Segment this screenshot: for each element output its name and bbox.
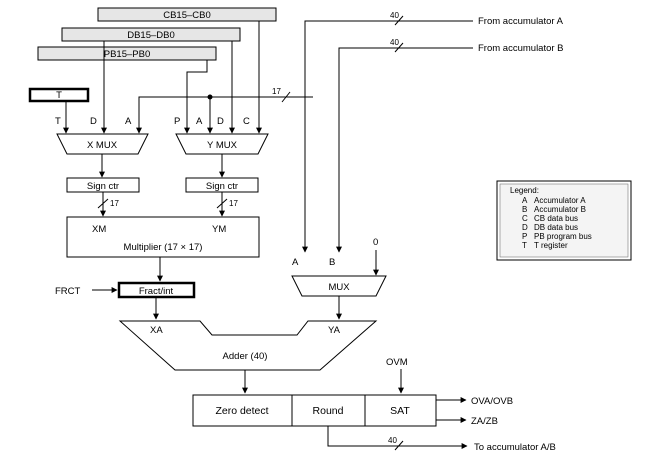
legend-desc: T register bbox=[534, 241, 568, 250]
ova-label: OVA/OVB bbox=[471, 396, 513, 407]
width-slash bbox=[216, 198, 228, 209]
x-mux-label: X MUX bbox=[87, 140, 118, 151]
za-label: ZA/ZB bbox=[471, 416, 498, 427]
xmux-input-d: D bbox=[90, 116, 97, 127]
x-width-17: 17 bbox=[110, 199, 119, 208]
mux-input-a: A bbox=[292, 257, 299, 268]
pb-bus-label: PB15–PB0 bbox=[104, 49, 150, 60]
mux-input-b: B bbox=[329, 257, 335, 268]
adder bbox=[118, 320, 378, 371]
legend-desc: DB data bus bbox=[534, 223, 578, 232]
y-width-17: 17 bbox=[229, 199, 238, 208]
legend-desc: Accumulator B bbox=[534, 205, 586, 214]
width-slash bbox=[97, 198, 109, 209]
acc-a-label: From accumulator A bbox=[478, 16, 564, 27]
t-register-label: T bbox=[56, 90, 62, 101]
cb-bus-label: CB15–CB0 bbox=[163, 10, 211, 21]
legend-key: C bbox=[522, 214, 528, 223]
acc-b-label: From accumulator B bbox=[478, 43, 564, 54]
ymux-input-c: C bbox=[243, 116, 250, 127]
fract-int-label: Fract/int bbox=[139, 286, 174, 297]
legend-title: Legend: bbox=[510, 186, 539, 195]
zero-input-label: 0 bbox=[373, 237, 378, 248]
round-label: Round bbox=[313, 405, 344, 417]
acc-a-line bbox=[302, 20, 473, 253]
x-sign-ctr-label: Sign ctr bbox=[87, 181, 119, 192]
y-sign-ctr-label: Sign ctr bbox=[206, 181, 238, 192]
pb-bus bbox=[37, 46, 217, 61]
legend-key: A bbox=[522, 196, 528, 205]
legend-items: A Accumulator A B Accumulator B C CB dat… bbox=[522, 196, 592, 250]
legend-inner bbox=[499, 183, 629, 258]
legend-key: B bbox=[522, 205, 527, 214]
multiplier-xm: XM bbox=[92, 224, 106, 235]
legend-key: D bbox=[522, 223, 528, 232]
t-register bbox=[28, 87, 90, 103]
legend-key: T bbox=[522, 241, 527, 250]
width-17-label: 17 bbox=[272, 87, 281, 96]
multiplier bbox=[66, 216, 260, 258]
xmux-input-t: T bbox=[55, 116, 61, 127]
db-bus-label: DB15–DB0 bbox=[127, 30, 175, 41]
multiplier-label: Multiplier (17 × 17) bbox=[124, 242, 203, 253]
width-slash bbox=[394, 440, 404, 451]
legend-desc: Accumulator A bbox=[534, 196, 586, 205]
legend-desc: PB program bus bbox=[534, 232, 592, 241]
ovm-label: OVM bbox=[386, 357, 408, 368]
frct-label: FRCT bbox=[55, 286, 81, 297]
width-slash bbox=[281, 91, 291, 103]
acc-to-xmux-a-line bbox=[136, 96, 313, 134]
zero-detect-label: Zero detect bbox=[215, 405, 268, 417]
pb-to-ymux-p-line bbox=[184, 60, 208, 134]
x-mux bbox=[56, 133, 149, 155]
ymux-input-a: A bbox=[196, 116, 203, 127]
multiplier-ym: YM bbox=[212, 224, 226, 235]
adder-label: Adder (40) bbox=[223, 351, 268, 362]
acc-mux-label: MUX bbox=[328, 282, 350, 293]
ymux-input-d: D bbox=[217, 116, 224, 127]
ymux-input-p: P bbox=[174, 116, 180, 127]
to-acc-label: To accumulator A/B bbox=[474, 442, 556, 453]
width-slash bbox=[394, 42, 404, 53]
adder-xa: XA bbox=[150, 325, 163, 336]
to-acc-width: 40 bbox=[388, 436, 397, 445]
cb-bus bbox=[97, 7, 277, 22]
sat-label: SAT bbox=[390, 405, 410, 417]
acc-b-width: 40 bbox=[390, 38, 399, 47]
y-mux bbox=[175, 133, 269, 155]
width-slash bbox=[394, 15, 404, 26]
acc-b-line bbox=[336, 47, 473, 253]
legend-key: P bbox=[522, 232, 527, 241]
adder-ya: YA bbox=[328, 325, 341, 336]
sat-block bbox=[364, 394, 437, 427]
acc-a-width: 40 bbox=[390, 11, 399, 20]
db-bus bbox=[61, 27, 241, 42]
xmux-input-a: A bbox=[125, 116, 132, 127]
legend-desc: CB data bus bbox=[534, 214, 578, 223]
to-acc-line bbox=[327, 426, 468, 449]
y-mux-label: Y MUX bbox=[207, 140, 238, 151]
acc-mux bbox=[291, 275, 387, 297]
